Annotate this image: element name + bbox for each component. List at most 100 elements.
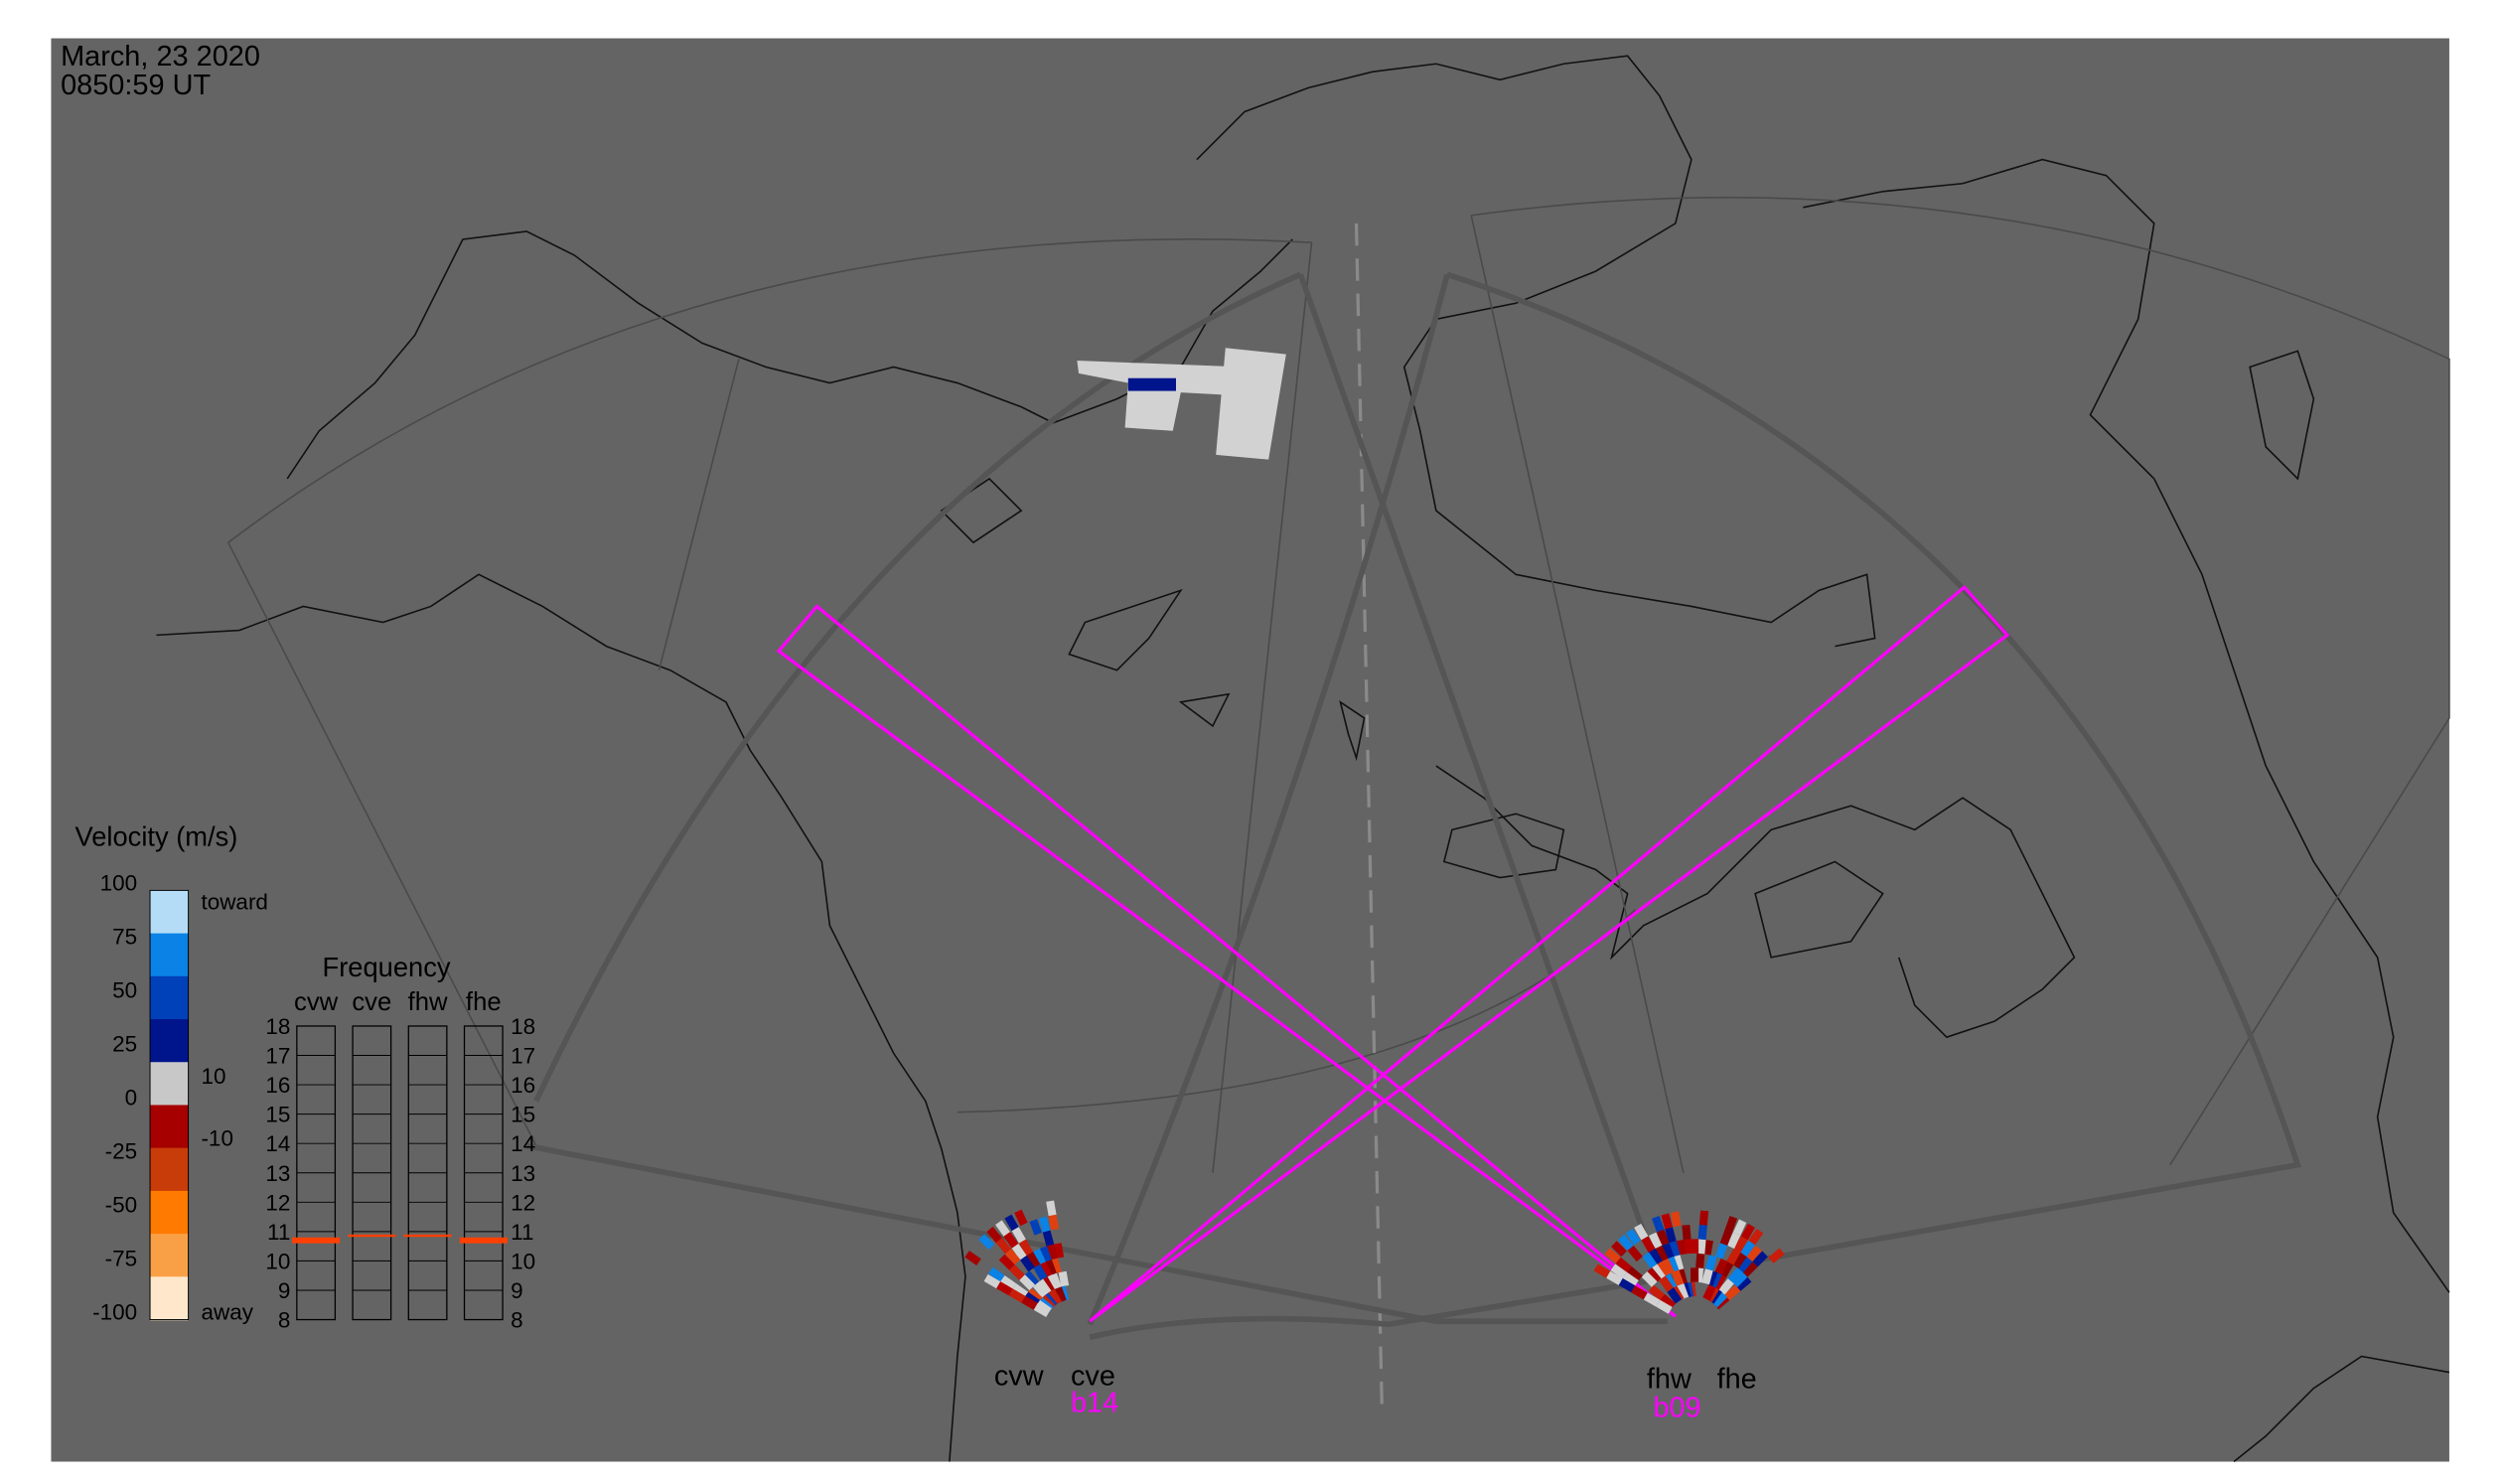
velocity-cell xyxy=(1618,1234,1634,1252)
velocity-cell xyxy=(1736,1256,1753,1273)
velocity-cell xyxy=(1714,1243,1728,1260)
colorbar-tick-label: -50 xyxy=(105,1193,137,1218)
velocity-cell xyxy=(1746,1245,1762,1262)
velocity-cell xyxy=(1701,1268,1713,1285)
velocity-cell xyxy=(1676,1282,1690,1300)
map-background xyxy=(51,38,2449,1462)
colorbar-tick-label: 75 xyxy=(112,924,137,949)
velocity-cell xyxy=(1631,1285,1648,1300)
velocity-cell xyxy=(1032,1248,1047,1265)
velocity-cell xyxy=(1610,1263,1627,1279)
velocity-cell xyxy=(996,1281,1013,1296)
velocity-cell xyxy=(1642,1252,1658,1269)
velocity-cell xyxy=(1625,1228,1641,1246)
colorbar-tick-label: 0 xyxy=(125,1085,138,1110)
velocity-cell xyxy=(1726,1248,1741,1265)
velocity-cell xyxy=(1011,1283,1029,1299)
frequency-tick-right: 10 xyxy=(511,1249,535,1273)
velocity-cell xyxy=(1036,1278,1052,1295)
velocity-cell xyxy=(1019,1255,1035,1272)
beam-b14-outline xyxy=(1089,584,2010,1323)
velocity-cell xyxy=(1733,1236,1748,1253)
colorbar-tick-label: -25 xyxy=(105,1138,137,1163)
frequency-tick-right: 18 xyxy=(511,1014,535,1039)
velocity-cell xyxy=(1741,1261,1758,1277)
colorbar-segment xyxy=(150,1234,189,1278)
velocity-cell xyxy=(1611,1241,1627,1258)
velocity-cell xyxy=(1704,1255,1717,1271)
velocity-cell xyxy=(1038,1261,1053,1278)
velocity-cell xyxy=(1748,1228,1764,1246)
velocity-cell xyxy=(1682,1224,1692,1241)
velocity-cell xyxy=(998,1254,1015,1270)
velocity-cell xyxy=(1726,1232,1741,1250)
velocity-cell xyxy=(1718,1278,1734,1295)
velocity-cell xyxy=(1731,1252,1747,1269)
time-label: 0850:59 UT xyxy=(61,70,211,101)
velocity-cell xyxy=(1646,1267,1662,1284)
colorbar-segment xyxy=(150,1190,189,1235)
velocity-cell xyxy=(1661,1258,1675,1275)
velocity-cell xyxy=(1038,1216,1051,1233)
frequency-tick-left: 12 xyxy=(265,1190,290,1215)
site-label-fhw: fhw xyxy=(1647,1364,1692,1396)
colorbar-segment xyxy=(150,1276,189,1321)
velocity-cell xyxy=(1714,1258,1728,1275)
coastlines xyxy=(156,55,2450,1463)
velocity-cell xyxy=(1032,1281,1049,1298)
velocity-cell xyxy=(1665,1227,1677,1244)
frequency-bar-fhe xyxy=(459,1237,508,1244)
frequency-column-label: fhw xyxy=(408,988,448,1016)
velocity-cell xyxy=(1650,1263,1666,1280)
velocity-cell xyxy=(1011,1227,1026,1244)
velocity-cell xyxy=(1641,1236,1656,1253)
frequency-tick-left: 16 xyxy=(265,1073,290,1098)
velocity-cell xyxy=(995,1220,1010,1237)
radar-velocity-cells xyxy=(964,1200,1785,1317)
velocity-cell xyxy=(1023,1270,1039,1287)
velocity-colorbar xyxy=(149,889,190,1321)
beam-label-b14: b14 xyxy=(1071,1388,1118,1419)
velocity-cell xyxy=(1044,1260,1057,1276)
colorbar-segment xyxy=(150,1147,189,1192)
colorbar-threshold-neg: -10 xyxy=(201,1125,232,1150)
velocity-cell xyxy=(1021,1295,1038,1310)
velocity-cell xyxy=(1661,1213,1673,1230)
colorbar-tick-label: 25 xyxy=(112,1031,137,1056)
frequency-tick-right: 17 xyxy=(511,1044,535,1069)
frequency-tick-right: 12 xyxy=(511,1190,535,1215)
velocity-cell xyxy=(1019,1274,1036,1291)
velocity-cell xyxy=(1042,1230,1055,1247)
date-label: March, 23 2020 xyxy=(61,41,260,73)
frequency-tick-left: 9 xyxy=(278,1278,291,1303)
velocity-cell xyxy=(995,1237,1012,1255)
velocity-cell xyxy=(1740,1223,1756,1241)
velocity-cell xyxy=(1719,1261,1734,1277)
velocity-cell xyxy=(1648,1284,1666,1301)
colorbar-tick-label: -100 xyxy=(92,1300,137,1325)
velocity-cell xyxy=(999,1274,1017,1290)
velocity-cell xyxy=(1618,1277,1636,1293)
velocity-cell xyxy=(1003,1232,1019,1249)
velocity-cell xyxy=(1039,1246,1052,1262)
frequency-tick-left: 14 xyxy=(265,1131,290,1156)
velocity-cell xyxy=(1004,1214,1019,1232)
velocity-cell xyxy=(1026,1252,1041,1268)
site-label-fhe: fhe xyxy=(1717,1364,1757,1396)
frequency-column-label: cvw xyxy=(294,988,339,1016)
velocity-cell xyxy=(1648,1248,1663,1265)
frequency-tick-left: 11 xyxy=(267,1220,290,1245)
velocity-cell xyxy=(1627,1245,1643,1262)
velocity-cell xyxy=(1731,1270,1748,1287)
velocity-cell xyxy=(1659,1275,1674,1292)
velocity-cell xyxy=(1622,1271,1639,1287)
colorbar-title: Velocity (m/s) xyxy=(75,820,238,851)
velocity-cell xyxy=(1593,1263,1611,1278)
colorbar-segment xyxy=(150,933,189,977)
velocity-cell xyxy=(1655,1261,1671,1277)
velocity-cell xyxy=(1033,1263,1048,1281)
velocity-cell xyxy=(1033,1302,1051,1317)
velocity-cell xyxy=(1018,1239,1034,1257)
